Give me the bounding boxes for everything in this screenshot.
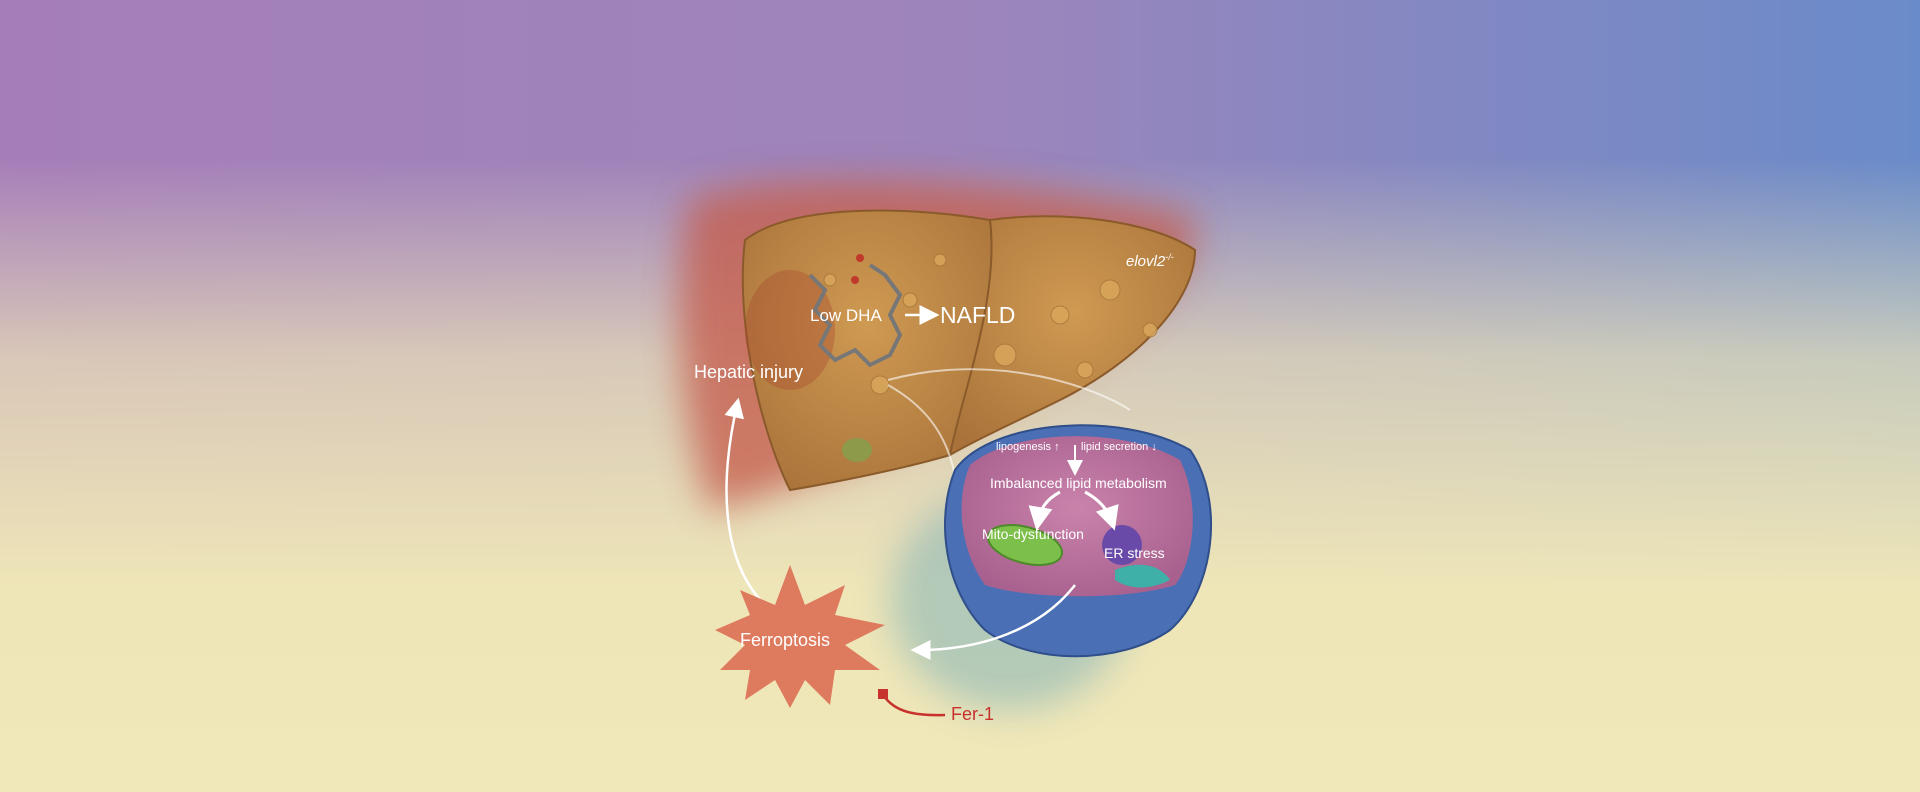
arrow-ferroptosis-to-injury (724, 397, 766, 606)
low-dha-label: Low DHA (810, 306, 882, 325)
hepatocyte-cell (944, 424, 1213, 658)
ferroptosis-label: Ferroptosis (740, 630, 831, 650)
fer-1-label: Fer-1 (951, 704, 995, 724)
dha-molecule (808, 263, 903, 368)
lipogenesis-label: lipogenesis ↑ (996, 441, 1060, 453)
down-arrow-icon: ↓ (1151, 441, 1157, 453)
er-stress-label: ER stress (1104, 545, 1165, 561)
lipid-secretion-text: lipid secretion (1081, 441, 1149, 453)
nafld-label: NAFLD (940, 302, 1016, 328)
mito-dysfunction-label: Mito-dysfunction (982, 526, 1084, 542)
lipogenesis-text: lipogenesis (996, 441, 1052, 453)
ferroptosis-burst (715, 565, 885, 708)
arrow-cell-to-ferroptosis (910, 584, 1076, 660)
genotype-text: elovl2 (1126, 253, 1166, 270)
zoom-line (887, 368, 1131, 411)
inhibition-block (878, 689, 888, 699)
imbalanced-lipid-label: Imbalanced lipid metabolism (990, 475, 1167, 491)
inhibition-line (882, 695, 946, 717)
nucleus (1102, 525, 1142, 565)
hepatic-injury-label: Hepatic injury (694, 362, 804, 382)
genotype-superscript: -/- (1165, 252, 1174, 262)
up-arrow-icon: ↑ (1054, 441, 1060, 453)
endoplasmic-reticulum (1115, 564, 1170, 588)
lipid-secretion-label: lipid secretion ↓ (1081, 441, 1157, 453)
genotype-label: elovl2-/- (1126, 252, 1174, 270)
